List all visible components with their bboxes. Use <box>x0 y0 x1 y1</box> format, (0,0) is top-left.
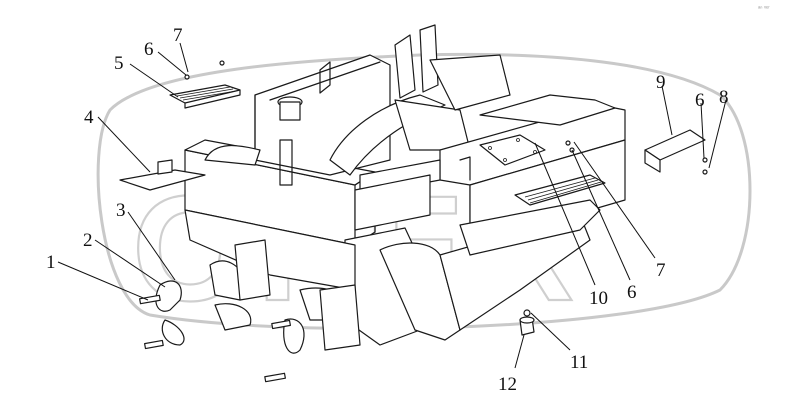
callout-2: 2 <box>83 230 93 251</box>
callout-6-right: 6 <box>695 90 705 111</box>
part-5-step-grid <box>169 84 241 109</box>
callout-11: 11 <box>570 352 588 373</box>
part-9-angle-bracket <box>644 129 706 173</box>
main-frame <box>184 24 626 346</box>
leader-lines <box>57 42 727 369</box>
callout-12: 12 <box>498 374 517 395</box>
callout-7-top: 7 <box>173 25 183 46</box>
callout-3: 3 <box>116 200 126 221</box>
part-4-step-plate <box>119 159 206 191</box>
corner-mark: ᵃⁿ ᵛᵉʳ <box>758 5 770 12</box>
callout-6-top: 6 <box>144 39 154 60</box>
callout-7-right: 7 <box>656 260 666 281</box>
callout-10: 10 <box>589 288 608 309</box>
callout-8: 8 <box>719 87 729 108</box>
callout-labels: 1 2 3 4 5 6 7 9 6 8 7 10 6 11 12 <box>46 25 729 395</box>
bearing-caps-lower-left <box>155 239 361 354</box>
callout-4: 4 <box>84 107 94 128</box>
callout-6-bottom: 6 <box>627 282 637 303</box>
bolts <box>139 60 708 383</box>
callout-5: 5 <box>114 53 124 74</box>
part-11-12-fitting <box>519 309 535 336</box>
callout-1: 1 <box>46 252 56 273</box>
callout-9: 9 <box>656 72 666 93</box>
